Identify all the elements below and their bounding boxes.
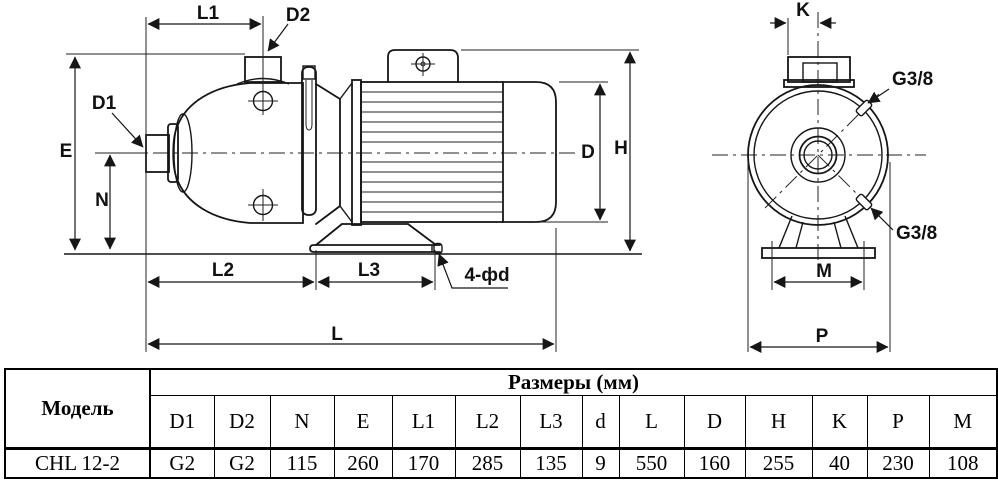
value-L1: 170 — [391, 447, 456, 479]
dim-label-H: H — [614, 138, 628, 159]
value-L: 550 — [618, 447, 685, 479]
pump-foot — [309, 223, 443, 255]
dim-label-K: K — [796, 0, 810, 21]
value-D2: G2 — [213, 447, 271, 479]
lug-hole-crosshair-icon — [411, 53, 435, 76]
casing-plug-bottom-icon — [248, 189, 278, 221]
col-header-L1: L1 — [391, 395, 456, 449]
table-header-row-1: Модель Размеры (мм) — [4, 368, 998, 449]
side-view-dimensions: L1 D2 D1 E N L2 L3 4-фd L D H — [60, 3, 639, 352]
front-casing-circles — [747, 84, 889, 226]
motor-body — [351, 79, 557, 226]
front-view-dimensions: K G3/8 G3/8 M P — [747, 0, 937, 353]
dim-label-L2: L2 — [212, 260, 234, 281]
col-header-M: M — [928, 395, 998, 449]
leader-D2 — [267, 23, 289, 52]
side-view: L1 D2 D1 E N L2 L3 4-фd L D H — [60, 3, 642, 352]
col-header-N: N — [269, 395, 335, 449]
col-header-D2: D2 — [213, 395, 271, 449]
dim-label-P: P — [816, 326, 829, 347]
leader-foot-holes — [437, 253, 508, 289]
dim-label-G38-top: G3/8 — [892, 69, 933, 90]
dim-label-L1: L1 — [197, 3, 220, 24]
value-D: 160 — [683, 447, 746, 479]
sizes-header: Размеры (мм) — [149, 368, 998, 396]
dim-label-L: L — [331, 324, 343, 345]
dim-label-G38-bottom: G3/8 — [896, 223, 937, 244]
col-header-d: d — [581, 395, 620, 449]
adapter-bracket — [315, 82, 353, 225]
dim-label-D: D — [581, 142, 595, 163]
model-column-header: Модель — [4, 368, 151, 449]
dim-label-D1: D1 — [92, 93, 117, 114]
pump-casing — [172, 82, 304, 224]
front-discharge-port — [783, 56, 855, 88]
col-header-L: L — [618, 395, 685, 449]
value-D1: G2 — [149, 447, 215, 479]
value-H: 255 — [744, 447, 813, 479]
motor-fins — [361, 91, 503, 213]
value-N: 115 — [269, 447, 335, 479]
col-header-D1: D1 — [149, 395, 215, 449]
dim-label-E: E — [60, 141, 73, 162]
leader-G38-bottom — [870, 207, 894, 231]
value-E: 260 — [333, 447, 393, 479]
col-header-L3: L3 — [519, 395, 583, 449]
value-M: 108 — [928, 447, 998, 479]
dim-label-N: N — [95, 190, 109, 211]
col-header-E: E — [333, 395, 393, 449]
value-K: 40 — [811, 447, 868, 479]
dim-label-M: M — [816, 261, 832, 282]
value-L3: 135 — [519, 447, 583, 479]
value-L2: 285 — [454, 447, 521, 479]
clamp-band — [301, 65, 317, 216]
col-header-L2: L2 — [454, 395, 521, 449]
front-view: K G3/8 G3/8 M P — [712, 0, 937, 353]
value-P: 230 — [866, 447, 930, 479]
col-header-D: D — [683, 395, 746, 449]
pump-technical-drawing: L1 D2 D1 E N L2 L3 4-фd L D H — [60, 0, 937, 353]
table-header-row-2: D1 D2 N E L1 L2 L3 d L D H K P M — [5, 395, 998, 449]
plug-G38-bottom — [855, 193, 873, 211]
dimensions-table: Модель Размеры (мм) D1 D2 N E L1 L2 L3 d… — [4, 368, 998, 479]
value-d: 9 — [581, 447, 620, 479]
table-row: CHL 12-2 G2 G2 115 260 170 285 135 9 550… — [4, 447, 998, 479]
front-diagonal-centerline — [764, 92, 881, 209]
casing-plug-top-icon — [248, 90, 278, 112]
leader-D1 — [111, 112, 144, 148]
model-cell: CHL 12-2 — [4, 447, 151, 479]
col-header-P: P — [866, 395, 930, 449]
col-header-H: H — [744, 395, 813, 449]
dim-label-L3: L3 — [358, 260, 380, 281]
discharge-port — [236, 16, 290, 115]
leader-G38-top — [867, 88, 890, 104]
mounting-lug — [387, 49, 459, 83]
dim-label-foot-holes: 4-фd — [464, 265, 509, 286]
dim-label-D2: D2 — [286, 5, 310, 26]
col-header-K: K — [811, 395, 868, 449]
front-foot — [761, 215, 876, 259]
